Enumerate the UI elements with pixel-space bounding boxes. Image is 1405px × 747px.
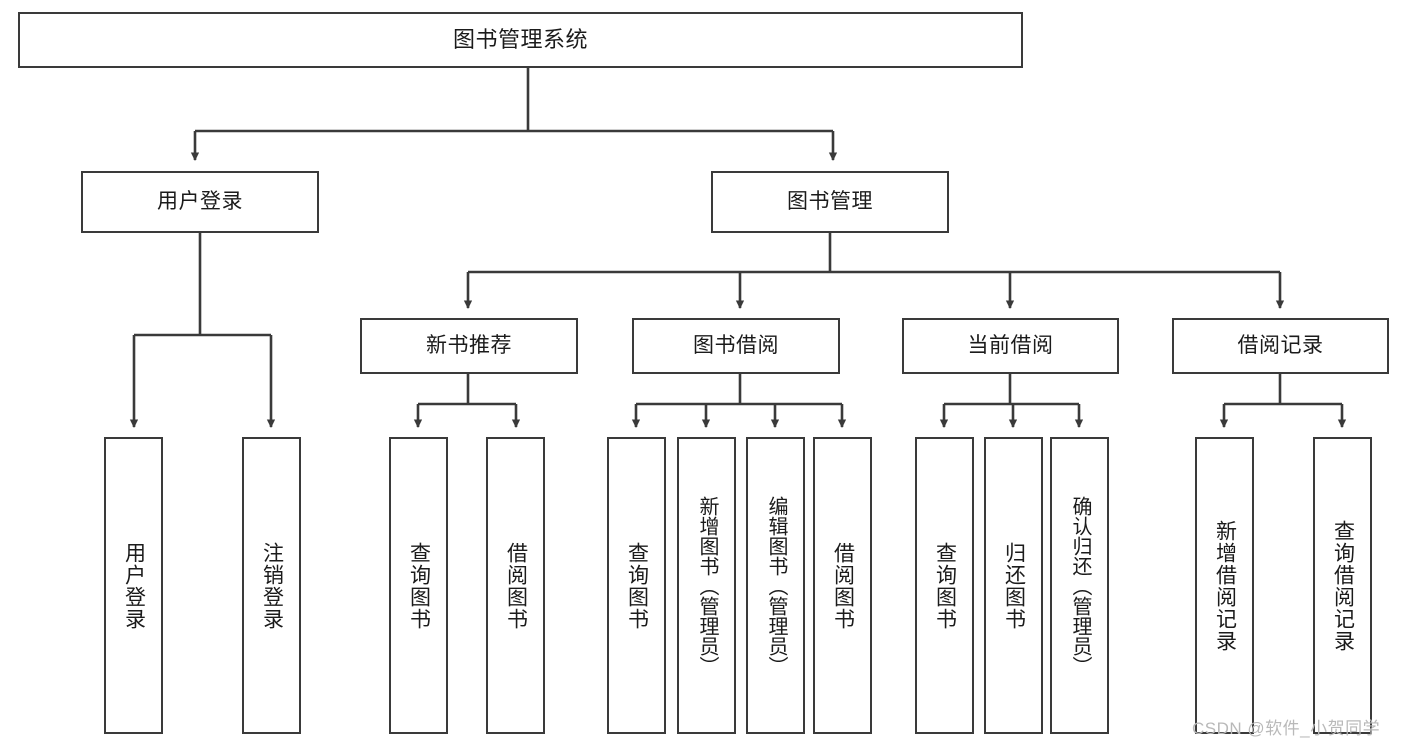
node-leaf-borrow-book-1[interactable]: 借阅图书 — [486, 437, 545, 734]
node-leaf-add-book[interactable]: 新增图书（管理员） — [677, 437, 736, 734]
node-leaf-query-book-2-label: 查询图书 — [625, 541, 649, 630]
node-leaf-edit-book-label: 编辑图书（管理员） — [765, 495, 787, 676]
node-leaf-query-book-1[interactable]: 查询图书 — [389, 437, 448, 734]
node-leaf-add-book-label: 新增图书（管理员） — [696, 495, 718, 676]
node-leaf-query-record-label: 查询借阅记录 — [1331, 519, 1355, 652]
node-leaf-query-book-3-label: 查询图书 — [933, 541, 957, 630]
node-leaf-edit-book[interactable]: 编辑图书（管理员） — [746, 437, 805, 734]
node-book-manage-label: 图书管理 — [787, 189, 873, 213]
node-leaf-query-record[interactable]: 查询借阅记录 — [1313, 437, 1372, 734]
node-leaf-return-book[interactable]: 归还图书 — [984, 437, 1043, 734]
node-leaf-confirm-return-label: 确认归还（管理员） — [1069, 495, 1091, 676]
node-new-book-rec[interactable]: 新书推荐 — [360, 318, 578, 374]
node-leaf-query-book-3[interactable]: 查询图书 — [915, 437, 974, 734]
node-user-login-label: 用户登录 — [157, 189, 243, 213]
node-leaf-borrow-book-2-label: 借阅图书 — [831, 541, 855, 630]
node-leaf-query-book-2[interactable]: 查询图书 — [607, 437, 666, 734]
node-leaf-add-record-label: 新增借阅记录 — [1213, 519, 1237, 652]
node-book-borrow[interactable]: 图书借阅 — [632, 318, 840, 374]
node-borrow-record[interactable]: 借阅记录 — [1172, 318, 1389, 374]
node-leaf-query-book-1-label: 查询图书 — [407, 541, 431, 630]
watermark-text: CSDN @软件_小贺同学 — [1192, 719, 1381, 738]
node-user-login[interactable]: 用户登录 — [81, 171, 319, 233]
node-root[interactable]: 图书管理系统 — [18, 12, 1023, 68]
node-leaf-return-book-label: 归还图书 — [1002, 541, 1026, 630]
node-book-borrow-label: 图书借阅 — [693, 333, 779, 357]
node-leaf-borrow-book-2[interactable]: 借阅图书 — [813, 437, 872, 734]
node-current-borrow-label: 当前借阅 — [967, 333, 1054, 357]
node-leaf-add-record[interactable]: 新增借阅记录 — [1195, 437, 1254, 734]
node-leaf-user-login-label: 用户登录 — [122, 541, 146, 630]
node-book-manage[interactable]: 图书管理 — [711, 171, 949, 233]
node-leaf-user-login[interactable]: 用户登录 — [104, 437, 163, 734]
node-leaf-logout-label: 注销登录 — [260, 541, 284, 630]
node-leaf-confirm-return[interactable]: 确认归还（管理员） — [1050, 437, 1109, 734]
node-root-label: 图书管理系统 — [452, 27, 588, 53]
node-new-book-rec-label: 新书推荐 — [426, 333, 512, 357]
node-leaf-logout[interactable]: 注销登录 — [242, 437, 301, 734]
node-borrow-record-label: 借阅记录 — [1237, 333, 1324, 357]
node-leaf-borrow-book-1-label: 借阅图书 — [504, 541, 528, 630]
node-current-borrow[interactable]: 当前借阅 — [902, 318, 1119, 374]
